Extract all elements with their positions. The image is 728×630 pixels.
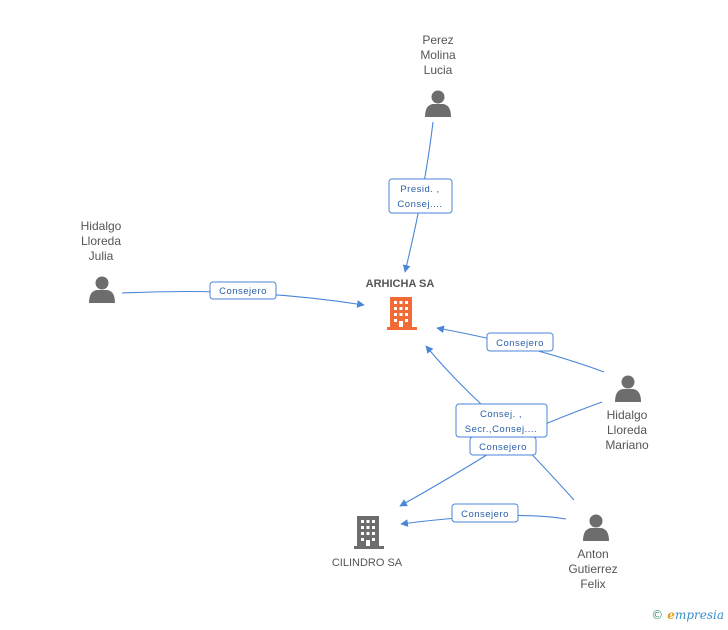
building-icon: [354, 516, 384, 549]
company-label: ARHICHA SA: [366, 278, 435, 290]
node-label-line: Hidalgo: [607, 408, 648, 422]
person-icon: [583, 514, 609, 541]
edge-label-e5[interactable]: Consejero: [469, 436, 537, 456]
copyright-icon: ©: [651, 608, 664, 622]
edge-label-text: Consej. ,: [480, 409, 522, 420]
node-label-line: Lloreda: [81, 234, 121, 248]
node-label-line: Hidalgo: [81, 219, 122, 233]
edge-label-text: Secr.,Consej....: [465, 424, 537, 435]
edge-label-e3[interactable]: Consejero: [486, 332, 554, 352]
node-label-line: Molina: [420, 48, 456, 62]
edge-label-e4[interactable]: Consej. , Secr.,Consej....: [455, 403, 548, 438]
company-label: CILINDRO SA: [332, 557, 403, 569]
node-hidalgo-lloreda-mariano[interactable]: Hidalgo Lloreda Mariano: [605, 375, 649, 453]
brand-name: mpresia: [674, 608, 724, 622]
node-cilindro-sa[interactable]: CILINDRO SA: [332, 516, 403, 569]
node-label-line: Lloreda: [607, 423, 647, 437]
node-anton-gutierrez-felix[interactable]: Anton Gutierrez Felix: [568, 514, 618, 592]
edge-label-text: Consejero: [219, 286, 267, 297]
edge-label-text: Consejero: [496, 338, 544, 349]
brand-logo: ©empresia: [651, 608, 724, 622]
brand-initial: e: [667, 608, 675, 622]
node-label-line: Gutierrez: [568, 562, 617, 576]
person-icon: [615, 375, 641, 402]
node-label-line: Julia: [89, 249, 114, 263]
person-icon: [89, 276, 115, 303]
edge-label-text: Consejero: [461, 509, 509, 520]
node-label-line: Mariano: [605, 438, 649, 452]
node-label-line: Lucia: [424, 63, 453, 77]
edge-label-text: Consej....: [397, 199, 442, 210]
person-icon: [425, 90, 451, 117]
node-label-line: Felix: [580, 577, 605, 591]
edges: [121, 121, 605, 527]
edge-label-e2[interactable]: Consejero: [209, 281, 277, 300]
node-label-line: Perez: [422, 33, 453, 47]
edge-label-text: Presid. ,: [400, 184, 439, 195]
edge-label-e1[interactable]: Presid. , Consej....: [388, 178, 453, 214]
node-arhicha-sa[interactable]: ARHICHA SA: [366, 278, 435, 330]
node-label-line: Anton: [577, 547, 608, 561]
node-hidalgo-lloreda-julia[interactable]: Hidalgo Lloreda Julia: [81, 219, 122, 303]
edge-label-e6[interactable]: Consejero: [451, 503, 519, 523]
edge-label-text: Consejero: [479, 442, 527, 453]
node-perez-molina-lucia[interactable]: Perez Molina Lucia: [420, 33, 456, 117]
building-icon: [387, 297, 417, 330]
